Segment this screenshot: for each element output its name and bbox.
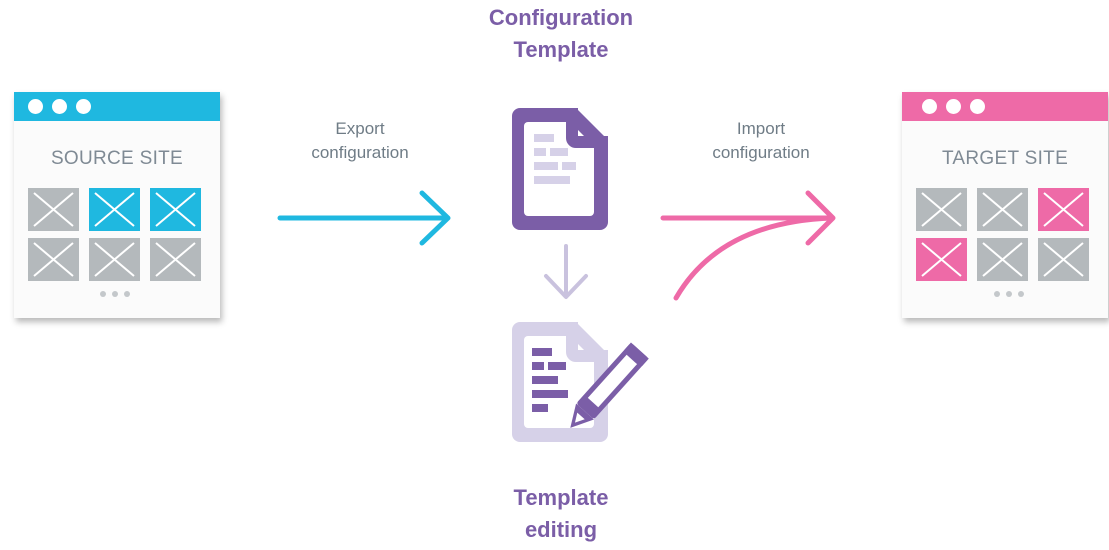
- more-dot-icon: [124, 291, 130, 297]
- window-dot-icon: [76, 99, 91, 114]
- source-site-title: SOURCE SITE: [50, 148, 184, 169]
- target-site-title: TARGET SITE: [941, 148, 1069, 169]
- document-icon: [512, 108, 608, 230]
- image-placeholder-icon: [921, 242, 962, 277]
- export-label-line2: configuration: [311, 143, 409, 162]
- export-label-line1: Export: [335, 119, 385, 138]
- image-placeholder-tile: [1038, 238, 1089, 281]
- more-dot-icon: [994, 291, 1000, 297]
- document-pencil-icon: [512, 322, 649, 442]
- export-arrow: [277, 190, 451, 246]
- configuration-template-heading: Configuration Template: [446, 2, 676, 66]
- window-dot-icon: [946, 99, 961, 114]
- more-dot-icon: [1006, 291, 1012, 297]
- image-placeholder-tile: [1038, 188, 1089, 231]
- image-placeholder-icon: [982, 192, 1023, 227]
- image-placeholder-tile: [28, 188, 79, 231]
- image-placeholder-icon: [33, 242, 74, 277]
- image-placeholder-tile: [977, 188, 1028, 231]
- image-placeholder-icon: [155, 192, 196, 227]
- image-placeholder-tile: [150, 238, 201, 281]
- image-placeholder-tile: [977, 238, 1028, 281]
- window-dot-icon: [922, 99, 937, 114]
- window-dot-icon: [28, 99, 43, 114]
- image-placeholder-icon: [921, 192, 962, 227]
- image-placeholder-icon: [1043, 192, 1084, 227]
- heading-line1: Template: [513, 485, 609, 510]
- window-dot-icon: [970, 99, 985, 114]
- image-placeholder-tile: [150, 188, 201, 231]
- image-placeholder-tile: [916, 188, 967, 231]
- source-site-window: SOURCE SITE: [14, 92, 220, 318]
- export-label: Export configuration: [290, 117, 430, 165]
- image-placeholder-tile: [89, 238, 140, 281]
- heading-line1: Configuration: [488, 5, 634, 30]
- target-site-titlebar: [902, 92, 1108, 121]
- image-placeholder-icon: [94, 192, 135, 227]
- target-site-window: TARGET SITE: [902, 92, 1108, 318]
- source-site-titlebar: [14, 92, 220, 121]
- more-dot-icon: [100, 291, 106, 297]
- import-label-line2: configuration: [712, 143, 810, 162]
- more-dot-icon: [1018, 291, 1024, 297]
- down-arrow: [544, 244, 588, 299]
- heading-line2: Template: [513, 37, 609, 62]
- image-placeholder-icon: [982, 242, 1023, 277]
- more-dot-icon: [112, 291, 118, 297]
- image-placeholder-tile: [89, 188, 140, 231]
- import-arrow: [660, 190, 836, 301]
- image-placeholder-tile: [28, 238, 79, 281]
- heading-line2: editing: [524, 517, 598, 542]
- image-placeholder-icon: [94, 242, 135, 277]
- image-placeholder-icon: [155, 242, 196, 277]
- image-placeholder-icon: [33, 192, 74, 227]
- image-placeholder-icon: [1043, 242, 1084, 277]
- import-label-line1: Import: [736, 119, 786, 138]
- window-dot-icon: [52, 99, 67, 114]
- template-editing-heading: Template editing: [446, 482, 676, 546]
- import-label: Import configuration: [688, 117, 834, 165]
- image-placeholder-tile: [916, 238, 967, 281]
